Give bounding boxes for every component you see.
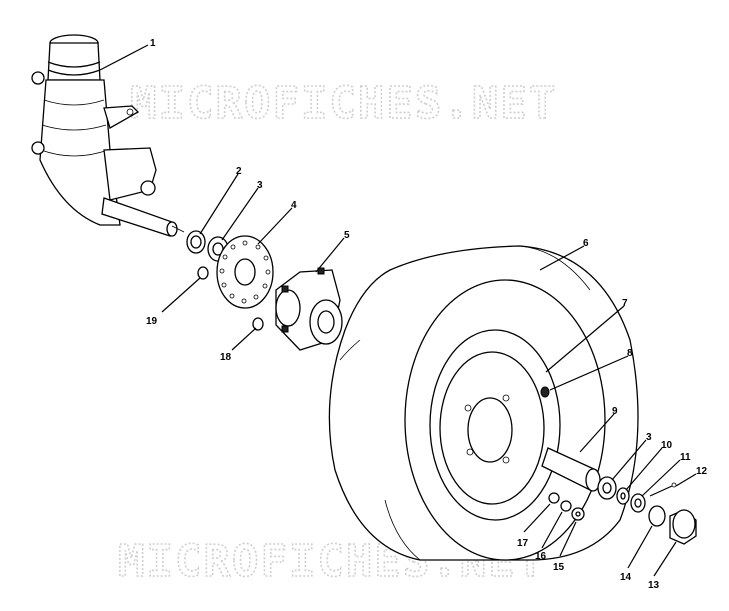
lug-nut-15 bbox=[571, 507, 585, 521]
brake-disc bbox=[216, 235, 274, 309]
seal bbox=[186, 230, 206, 254]
callout-14: 14 bbox=[620, 572, 632, 583]
gasket bbox=[648, 505, 666, 527]
callout-17: 17 bbox=[517, 538, 529, 549]
valve-stem bbox=[540, 386, 550, 398]
callout-18: 18 bbox=[220, 352, 232, 363]
callout-10: 10 bbox=[661, 440, 673, 451]
callout-3-inner: 3 bbox=[257, 180, 263, 191]
callout-11: 11 bbox=[680, 452, 691, 463]
lock-washer-16 bbox=[560, 500, 572, 512]
callout-6: 6 bbox=[583, 238, 589, 249]
callout-5: 5 bbox=[344, 230, 350, 241]
leader-lines bbox=[99, 44, 697, 577]
wheel-stud-19 bbox=[197, 266, 209, 280]
callout-8: 8 bbox=[627, 348, 633, 359]
callout-13: 13 bbox=[648, 580, 660, 591]
callout-15: 15 bbox=[553, 562, 565, 573]
callout-9: 9 bbox=[612, 406, 618, 417]
callout-1: 1 bbox=[150, 38, 156, 49]
callout-labels: 1 2 3 4 5 6 7 8 9 3 10 11 12 13 14 15 16… bbox=[146, 38, 708, 591]
tire bbox=[328, 245, 639, 561]
callout-7: 7 bbox=[622, 298, 628, 309]
callout-12: 12 bbox=[696, 466, 708, 477]
washer bbox=[616, 487, 630, 505]
castle-nut bbox=[630, 493, 646, 513]
cotter-pin bbox=[649, 482, 677, 497]
watermark-top: MICROFICHES.NET bbox=[130, 78, 557, 129]
hub-cap bbox=[669, 509, 697, 545]
axle-spacer bbox=[541, 447, 601, 492]
wheel-stud-18 bbox=[252, 317, 264, 331]
wheel-hub bbox=[275, 267, 343, 351]
callout-2: 2 bbox=[236, 166, 242, 177]
callout-4: 4 bbox=[291, 200, 297, 211]
callout-16: 16 bbox=[535, 551, 547, 562]
flat-washer-17 bbox=[548, 492, 560, 504]
bearing-outer bbox=[597, 476, 617, 500]
callout-3-outer: 3 bbox=[646, 432, 652, 443]
spindle-housing bbox=[31, 34, 185, 237]
callout-19: 19 bbox=[146, 316, 158, 327]
